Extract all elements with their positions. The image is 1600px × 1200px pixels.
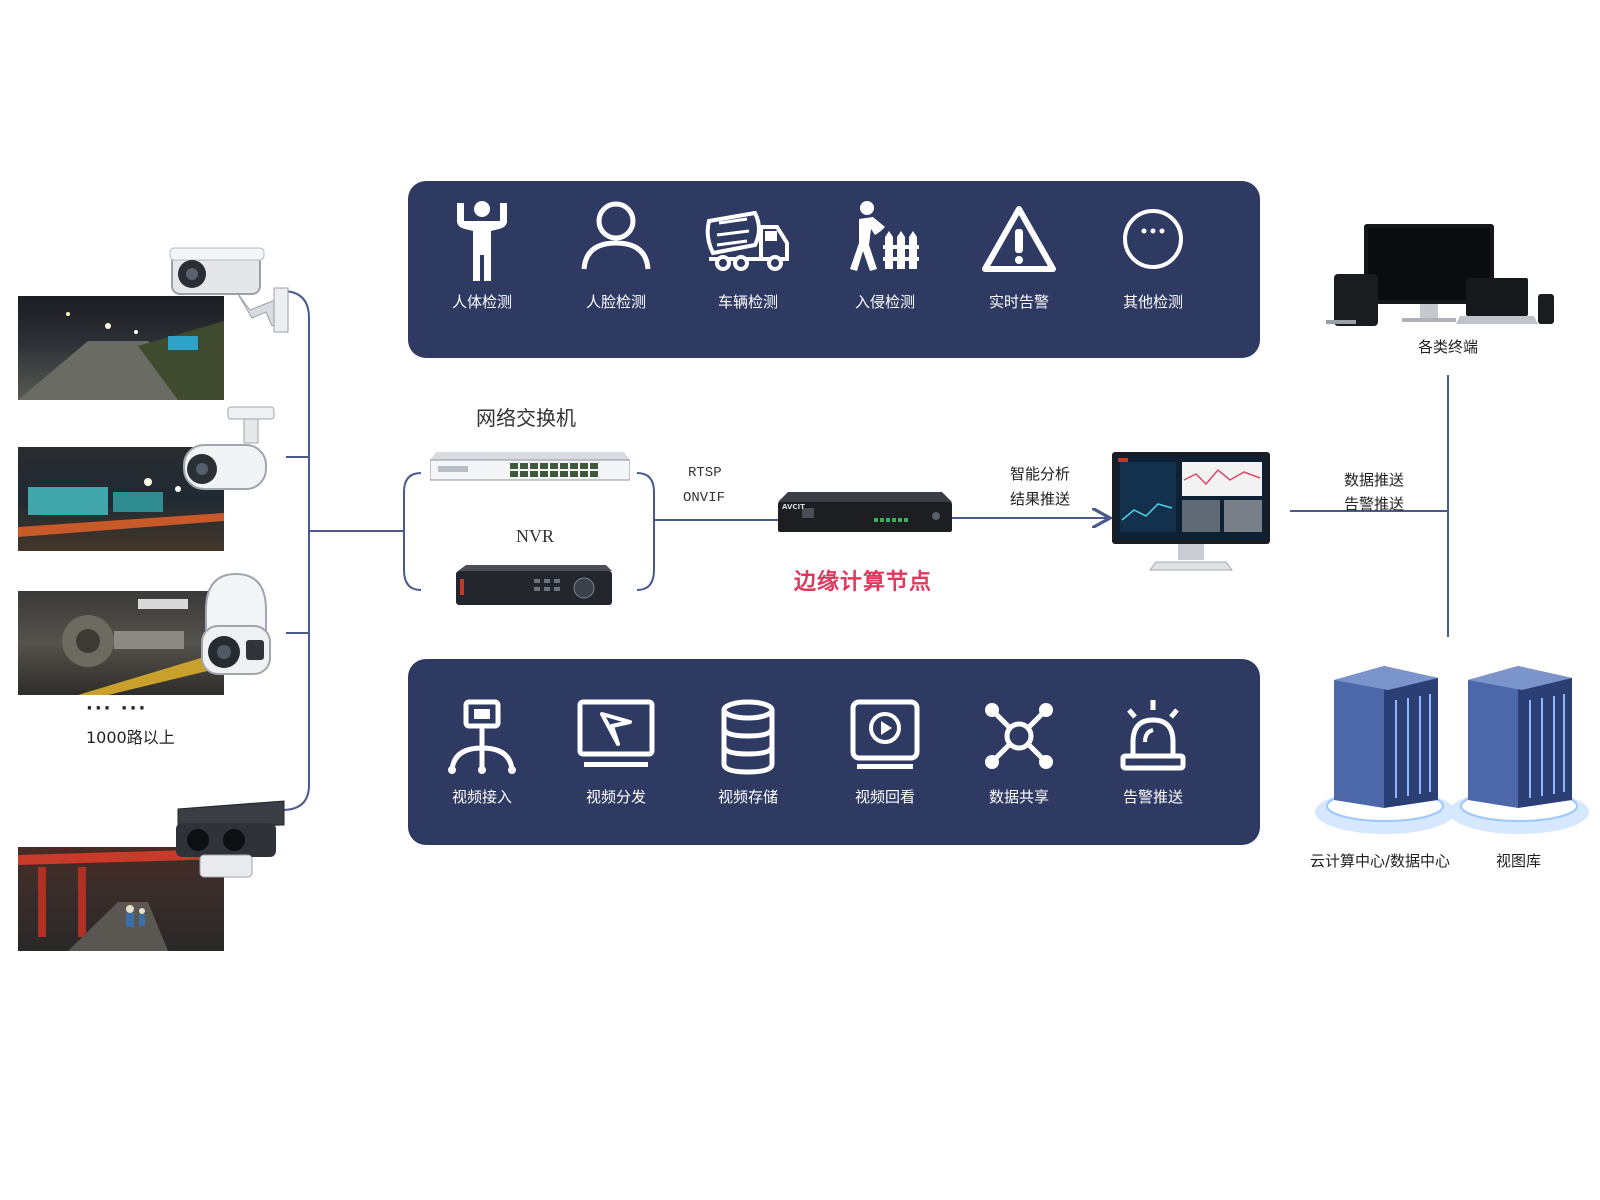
feature-label: 其他检测: [1122, 293, 1183, 311]
camera-bus-line: [281, 290, 310, 811]
person-arms-up-icon: [457, 201, 507, 281]
tunnel-scene-1: [18, 296, 224, 400]
feature-label: 视频分发: [585, 788, 646, 806]
right-bracket: [636, 472, 655, 591]
feature-vehicle-detection: 车辆检测: [693, 199, 803, 312]
fence-intrusion-icon: [850, 201, 919, 271]
feature-label: 人体检测: [451, 293, 512, 311]
camera-count-label: 1000路以上: [86, 728, 175, 747]
feature-realtime-alarm: 实时告警: [964, 199, 1074, 312]
user-outline-icon: [581, 201, 651, 270]
feature-data-sharing: 数据共享: [964, 698, 1074, 807]
detection-panel: [408, 181, 1260, 358]
network-access-icon: [448, 699, 516, 774]
mixer-truck-icon: [705, 210, 789, 271]
dashboard-monitor-icon: [1112, 452, 1270, 571]
feature-label: 入侵检测: [854, 293, 915, 311]
view-library-server-icon: [1449, 666, 1589, 834]
network-switch-icon: [430, 452, 630, 481]
mining-scene-3: [18, 591, 224, 695]
feature-video-access: 视频接入: [427, 698, 537, 807]
feature-label: 告警推送: [1122, 788, 1183, 806]
view-library-label: 视图库: [1496, 852, 1542, 870]
feature-alarm-push: 告警推送: [1098, 698, 1208, 807]
ptz-dome-camera-icon: [201, 572, 271, 675]
analysis-label-line2: 结果推送: [1010, 490, 1071, 508]
feature-label: 视频接入: [451, 788, 512, 806]
warning-triangle-icon: [982, 206, 1056, 272]
switch-label: 网络交换机: [476, 408, 576, 430]
left-bracket: [403, 472, 422, 591]
more-circle-icon: [1123, 209, 1183, 269]
mining-scene-4: [18, 847, 224, 951]
push-label-line2: 告警推送: [1344, 495, 1405, 513]
dual-lens-camera-icon: [176, 800, 285, 878]
feature-label: 实时告警: [988, 293, 1049, 311]
terminal-devices-icon: [1326, 224, 1554, 326]
rtsp-label: RTSP: [688, 465, 722, 481]
cloud-center-label: 云计算中心/数据中心: [1310, 852, 1451, 870]
terminals-label: 各类终端: [1418, 338, 1479, 356]
feature-intrusion-detection: 入侵检测: [830, 199, 940, 312]
feature-other-detection: 其他检测: [1098, 199, 1208, 312]
alarm-light-icon: [1120, 700, 1186, 771]
share-nodes-icon: [985, 703, 1053, 769]
feature-label: 视频回看: [854, 788, 915, 806]
cloud-server-rack-icon: [1315, 666, 1455, 834]
nvr-device-icon: [456, 565, 612, 605]
edge-computing-box-icon: [778, 492, 952, 532]
nvr-label: NVR: [516, 526, 555, 546]
feature-video-playback: 视频回看: [830, 698, 940, 807]
edge-node-label: 边缘计算节点: [794, 570, 933, 595]
monitor-share-icon: [577, 699, 655, 767]
feature-video-storage: 视频存储: [693, 698, 803, 807]
bullet-camera-icon: [169, 247, 289, 333]
edge-brand-label: AVCIT: [782, 503, 805, 511]
push-label-line1: 数据推送: [1344, 471, 1405, 489]
video-service-panel: [408, 659, 1260, 845]
feature-label: 数据共享: [988, 788, 1049, 806]
small-bullet-camera-icon: [183, 406, 275, 490]
playback-icon: [850, 699, 920, 769]
feature-label: 视频存储: [717, 788, 778, 806]
more-cameras-ellipsis: ··· ···: [86, 698, 148, 719]
onvif-label: ONVIF: [683, 490, 726, 506]
feature-face-detection: 人脸检测: [561, 199, 671, 312]
database-icon: [721, 699, 775, 775]
feature-label: 人脸检测: [585, 293, 646, 311]
analysis-label-line1: 智能分析: [1010, 465, 1071, 483]
feature-label: 车辆检测: [717, 293, 778, 311]
feature-video-distribution: 视频分发: [561, 698, 671, 807]
feature-human-detection: 人体检测: [427, 199, 537, 312]
